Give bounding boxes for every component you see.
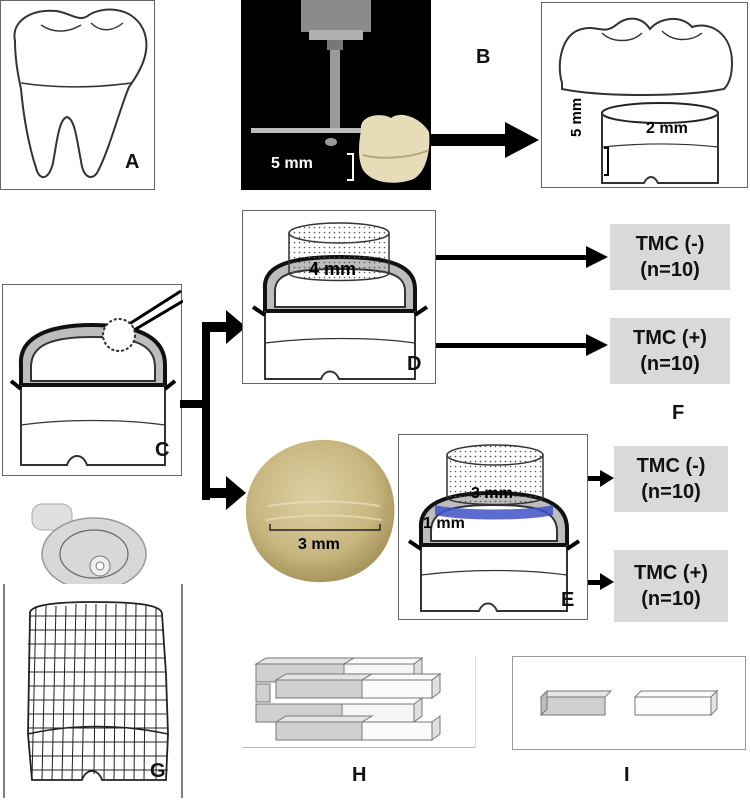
block-d-label: 4 mm [309, 259, 357, 279]
liner-e-label: 1 mm [423, 515, 465, 532]
molar-outline-illustration [13, 8, 148, 179]
group-box-e-plus: TMC (+) (n=10) [614, 550, 728, 622]
group-label: TMC (+) [634, 562, 708, 584]
crown-section-illustration [558, 17, 734, 184]
group-n: (n=10) [640, 259, 700, 281]
panel-i-frame [512, 656, 746, 750]
sectioning-photo-illustration [241, 0, 431, 190]
cured-disc-photo: 3 mm [244, 436, 396, 584]
group-n: (n=10) [641, 481, 701, 503]
group-label: TMC (+) [633, 327, 707, 349]
group-box-d-plus: TMC (+) (n=10) [610, 318, 730, 384]
arrow-b-to-section [431, 122, 539, 158]
panel-label-c: C [155, 439, 170, 461]
panel-e-frame: 3 mm 1 mm E [398, 434, 588, 620]
group-n: (n=10) [640, 353, 700, 375]
group-label: TMC (-) [636, 455, 706, 477]
panel-label-g: G [150, 760, 166, 782]
cut-height-label: 5 mm [271, 155, 313, 172]
panel-c-frame: C [2, 284, 184, 476]
panel-label-h: H [352, 764, 367, 786]
saw-disc-illustration [31, 503, 147, 591]
block-on-crown-illustration-d [251, 222, 429, 380]
two-sticks-illustration [539, 689, 719, 717]
panel-label-a: A [125, 151, 140, 173]
panel-section-frame: 2 mm 5 mm [541, 2, 748, 188]
group-box-e-minus: TMC (-) (n=10) [614, 446, 728, 512]
group-box-d-minus: TMC (-) (n=10) [610, 224, 730, 290]
block-on-liner-illustration-e [407, 444, 581, 612]
disc-width-label: 3 mm [298, 536, 340, 553]
liner-application-illustration [9, 289, 184, 466]
stick-specimens-illustration [254, 657, 442, 741]
panel-label-i: I [624, 764, 630, 786]
section-depth-label: 2 mm [646, 120, 688, 137]
group-n: (n=10) [641, 588, 701, 610]
arrows-d-to-groups [436, 246, 608, 356]
section-height-label: 5 mm [568, 97, 585, 137]
arrows-e-to-groups [588, 470, 614, 590]
block-e-label: 3 mm [471, 485, 513, 502]
panel-a-frame: A [0, 0, 155, 190]
panel-g-frame: G [2, 584, 184, 798]
branch-arrows-from-c [180, 310, 246, 510]
panel-label-b: B [476, 46, 491, 68]
panel-h-frame [242, 656, 476, 748]
panel-label-e: E [561, 589, 575, 611]
disc-illustration [245, 439, 395, 583]
panel-label-f: F [672, 402, 685, 424]
group-label: TMC (-) [635, 233, 705, 255]
panel-b-photo: 5 mm [241, 0, 431, 190]
sectioned-tooth-grid-illustration [3, 584, 183, 798]
panel-label-d: D [407, 353, 422, 375]
panel-d-frame: 4 mm D [242, 210, 436, 384]
